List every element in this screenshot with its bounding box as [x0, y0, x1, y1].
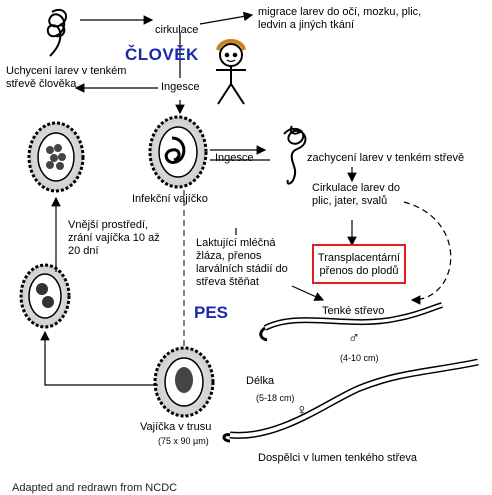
female-size-label: (5-18 cm)	[256, 393, 295, 403]
environment-line2: zrání vajíčka 10 až	[68, 232, 160, 244]
environment-line3: 20 dní	[68, 245, 99, 257]
host-label-dog: PES	[194, 303, 229, 322]
egg-infective	[148, 115, 208, 189]
lactation-line4: střeva štěňat	[196, 276, 259, 288]
human-figure	[216, 39, 246, 105]
male-size-label: (4-10 cm)	[340, 353, 379, 363]
capture-dog-label: zachycení larev v tenkém střevě	[307, 152, 465, 164]
length-label: Délka	[246, 375, 275, 387]
capture-human-line2: střevě člověka	[6, 78, 77, 90]
capture-human-line1: Uchycení larev v tenkém	[6, 65, 127, 77]
egg-developing	[19, 263, 71, 329]
lactation-line2: žláza, přenos	[196, 250, 262, 262]
ingestion-top-label: Ingesce	[161, 81, 200, 93]
adult-worm-female	[222, 358, 479, 443]
circulation-label: cirkulace	[155, 24, 199, 36]
larva-coil-top	[46, 8, 68, 57]
adult-worm-male	[259, 302, 443, 342]
egg-in-feces	[153, 346, 215, 418]
transplacental-box: Transplacentární přenos do plodů	[312, 244, 406, 284]
arrow-lactation-to-intestine	[291, 285, 325, 301]
small-intestine-label: Tenké střevo	[322, 305, 385, 317]
lactation-line3: larválních stádií do	[196, 263, 288, 275]
larva-coil-mid	[283, 125, 307, 185]
larval-circulation-line1: Cirkulace larev do	[312, 182, 401, 194]
female-symbol: ♀	[296, 402, 308, 419]
transplacental-line1: Transplacentární	[317, 252, 401, 264]
arrow-feces-to-egg	[40, 330, 158, 386]
egg-unembryonated	[27, 121, 85, 193]
source-footer: Adapted and redrawn from NCDC	[12, 482, 178, 494]
ingestion-mid-label: Ingesce	[215, 152, 254, 164]
lactation-line1: Laktující mléčná	[196, 237, 276, 249]
migration-label-line2: ledvin a jiných tkání	[258, 19, 354, 31]
egg-size-label: (75 x 90 μm)	[158, 436, 209, 446]
transplacental-line2: přenos do plodů	[319, 265, 399, 277]
environment-line1: Vnější prostředí,	[68, 219, 149, 231]
arrow-circulation-to-migration	[199, 11, 254, 25]
infective-egg-label: Infekční vajíčko	[132, 193, 208, 205]
male-symbol: ♂	[348, 330, 360, 347]
arrow-dashed-to-transplacental	[403, 201, 452, 305]
migration-label-line1: migrace larev do očí, mozku, plic,	[258, 6, 422, 18]
host-label-human: ČLOVĚK	[125, 45, 199, 64]
eggs-in-feces-label: Vajíčka v trusu	[140, 421, 212, 433]
larval-circulation-line2: plic, jater, svalů	[312, 195, 388, 207]
adults-label: Dospělci v lumen tenkého střeva	[258, 452, 417, 464]
